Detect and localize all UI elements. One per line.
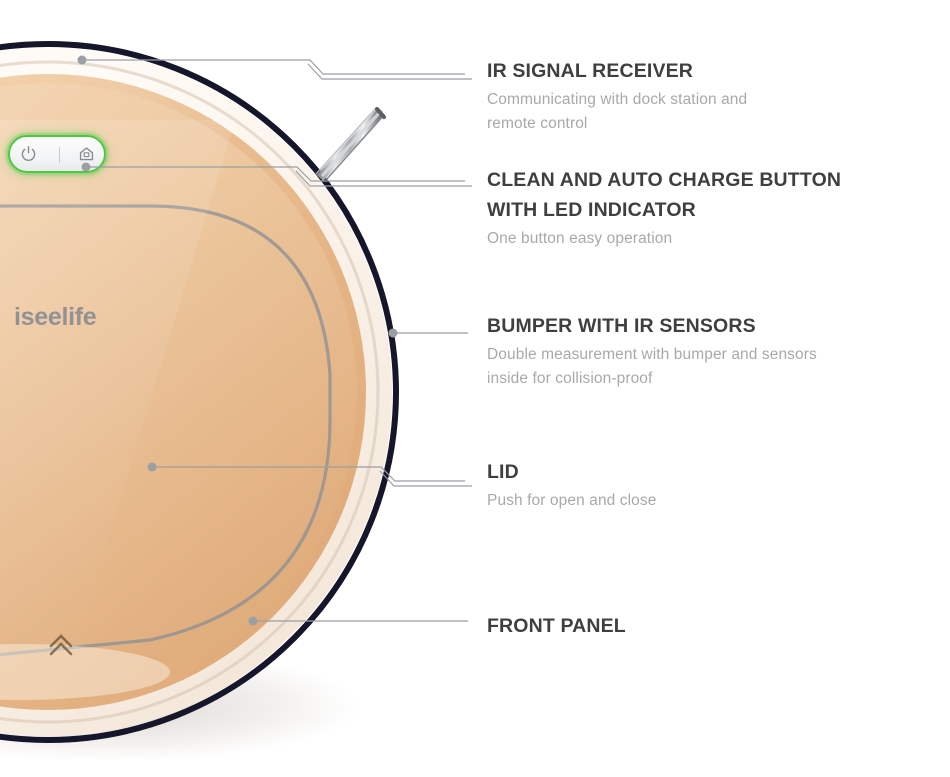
callout-title: LID [487,461,519,483]
double-chevron-up-icon [49,634,73,656]
anchor-dot-bumper-with-ir-sensors [388,328,398,338]
anchor-dot-lid [147,462,157,472]
side-brush-icon [315,107,386,182]
anchor-dot-front-panel [248,616,258,626]
callout-description: Communicating with dock station and remo… [487,91,748,132]
power-icon[interactable] [20,146,37,163]
bumper-edge [0,41,399,743]
callout-description: Double measurement with bumper and senso… [487,346,817,387]
robot-vacuum-illustration: iseelife [0,0,470,777]
clean-auto-charge-button[interactable] [6,133,108,175]
anchor-dot-ir-signal-receiver [77,55,87,65]
lid-outline [0,204,332,657]
brand-wordmark: iseelife [14,303,97,331]
robot-vacuum-svg [0,41,399,762]
callout-title: BUMPER WITH IR SENSORS [487,315,756,337]
callout-bumper-with-ir-sensors: BUMPER WITH IR SENSORS Double measuremen… [487,311,817,391]
anchor-dot-clean-auto-charge [81,162,91,172]
callout-title: FRONT PANEL [487,615,626,637]
callout-ir-signal-receiver: IR SIGNAL RECEIVER Communicating with do… [487,56,747,136]
callout-description: One button easy operation [487,230,673,247]
callout-lid: LID Push for open and close [487,457,656,513]
callout-description: Push for open and close [487,492,657,509]
callout-title: CLEAN AND AUTO CHARGE BUTTON WITH LED IN… [487,169,842,221]
rim-inner-shade [0,60,380,724]
cover-highlight [0,120,235,700]
callout-front-panel: FRONT PANEL [487,611,626,643]
button-divider [59,147,60,163]
callout-title: IR SIGNAL RECEIVER [487,60,694,82]
callout-clean-and-auto-charge-button: CLEAN AND AUTO CHARGE BUTTON WITH LED IN… [487,165,841,251]
cover-light-pool [0,644,170,700]
home-dock-icon[interactable] [78,146,95,163]
